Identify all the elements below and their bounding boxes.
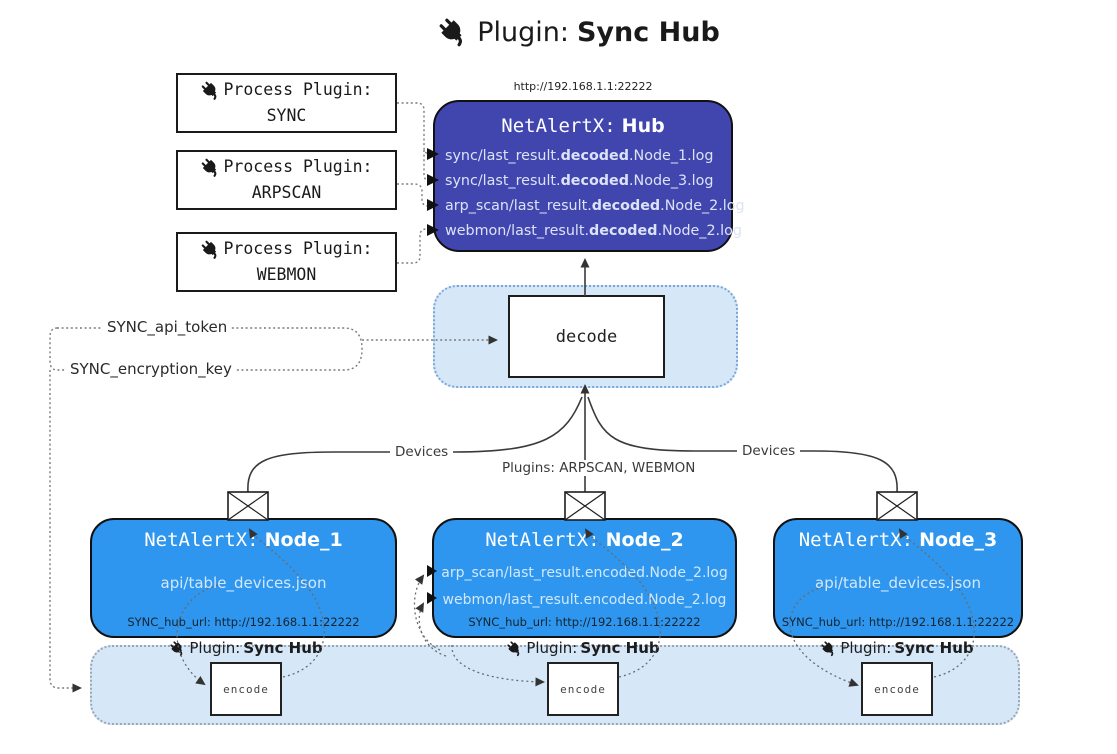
plug-icon: [439, 18, 463, 47]
plug-icon: [507, 640, 520, 656]
encoder-node-2: Plugin:Sync Hub encode: [493, 638, 673, 716]
encoder-label: Plugin:Sync Hub: [156, 638, 336, 658]
encode-box: encode: [547, 662, 619, 716]
encoder-node-3: Plugin:Sync Hub encode: [807, 638, 987, 716]
node-hub-url: SYNC_hub_url: http://192.168.1.1:22222: [127, 615, 360, 629]
process-plugin-box-arpscan: Process Plugin: ARPSCAN: [176, 150, 397, 210]
edge-webmon-plugin-to-hub: [397, 228, 433, 264]
envelope-icon: [227, 491, 269, 521]
node-file: arp_scan/last_result.encoded.Node_2.log: [441, 565, 728, 581]
process-plugin-name: WEBMON: [256, 265, 317, 284]
node-file: api/table_devices.json: [160, 574, 327, 592]
plug-icon: [202, 158, 217, 177]
encoder-label: Plugin:Sync Hub: [493, 638, 673, 658]
envelope-icon: [564, 491, 606, 521]
encoder-label: Plugin:Sync Hub: [807, 638, 987, 658]
hub-title: NetAlertX:Hub: [435, 112, 731, 140]
process-plugin-label: Process Plugin:: [223, 239, 373, 258]
hub-title-prefix: NetAlertX:: [501, 115, 616, 137]
plug-icon: [821, 640, 834, 656]
plug-icon: [202, 81, 217, 100]
encode-box: encode: [861, 662, 933, 716]
title-name: Sync Hub: [576, 16, 720, 48]
encoder-node-1: Plugin:Sync Hub encode: [156, 638, 336, 716]
process-plugin-name: SYNC: [266, 106, 307, 125]
process-plugin-box-webmon: Process Plugin: WEBMON: [176, 232, 397, 292]
hub-box: NetAlertX:Hub sync/last_result.decoded.N…: [433, 100, 745, 252]
node-hub-url: SYNC_hub_url: http://192.168.1.1:22222: [781, 615, 1015, 629]
hub-title-name: Hub: [621, 115, 665, 137]
decode-box: decode: [508, 295, 665, 378]
node-title: NetAlertX:Node_2: [485, 529, 684, 551]
process-plugin-label: Process Plugin:: [223, 80, 373, 99]
process-plugin-box-sync: Process Plugin: SYNC: [176, 73, 397, 133]
sync-encryption-key-label: SYNC_encryption_key: [66, 360, 236, 378]
node-file: api/table_devices.json: [815, 574, 981, 592]
edge-label-devices-right: Devices: [737, 443, 801, 459]
hub-log-file: sync/last_result.decoded.Node_3.log: [445, 173, 714, 189]
node-2-box: NetAlertX:Node_2 arp_scan/last_result.en…: [432, 518, 737, 638]
process-plugin-label: Process Plugin:: [223, 157, 373, 176]
hub-log-file: sync/last_result.decoded.Node_1.log: [445, 148, 714, 164]
edge-secrets-to-encoders: [49, 370, 82, 693]
hub-log-file: arp_scan/last_result.decoded.Node_2.log: [445, 198, 745, 214]
edge-arpscan-plugin-to-hub: [397, 183, 433, 207]
envelope-icon: [876, 491, 918, 521]
plug-icon: [202, 240, 217, 259]
edge-label-devices-left: Devices: [390, 444, 454, 460]
edge-sync-plugin-to-hub: [397, 102, 433, 182]
process-plugin-name: ARPSCAN: [251, 183, 322, 202]
node-3-box: NetAlertX:Node_3 api/table_devices.json …: [773, 518, 1023, 638]
edge-label-plugins: Plugins: ARPSCAN, WEBMON: [497, 460, 701, 476]
node-file: webmon/last_result.encoded.Node_2.log: [442, 592, 727, 608]
node-hub-url: SYNC_hub_url: http://192.168.1.1:22222: [468, 615, 701, 629]
hub-log-file: webmon/last_result.decoded.Node_2.log: [445, 223, 742, 239]
encode-box: encode: [210, 662, 282, 716]
plug-icon: [170, 640, 183, 656]
title-prefix: Plugin:: [477, 16, 569, 48]
page-title: Plugin: Sync Hub: [40, 16, 1117, 48]
node-title: NetAlertX:Node_3: [798, 529, 998, 551]
node-title: NetAlertX:Node_1: [144, 529, 343, 551]
hub-url: http://192.168.1.1:22222: [513, 80, 653, 93]
node-1-box: NetAlertX:Node_1 api/table_devices.json …: [90, 518, 397, 638]
sync-api-token-label: SYNC_api_token: [103, 318, 232, 336]
